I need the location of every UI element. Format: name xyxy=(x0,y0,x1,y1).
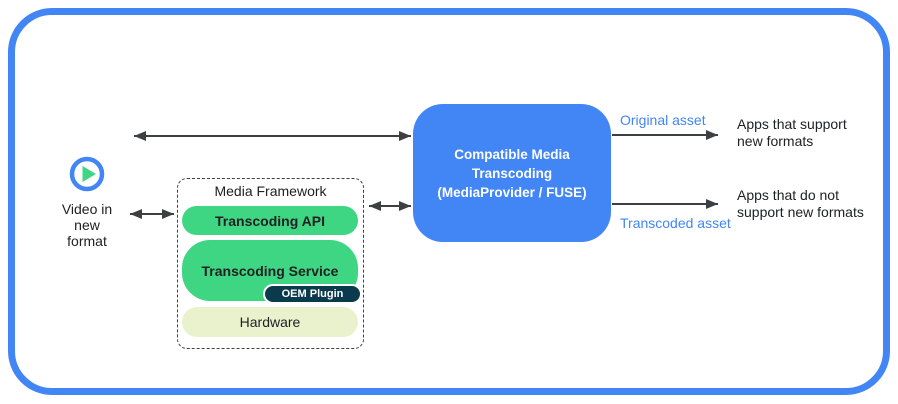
media-framework-title: Media Framework xyxy=(214,183,327,199)
play-circle-icon xyxy=(69,156,105,192)
compatible-media-transcoding-box: Compatible Media Transcoding (MediaProvi… xyxy=(413,104,611,242)
oem-plugin-pill: OEM Plugin xyxy=(263,284,362,304)
original-asset-label: Original asset xyxy=(620,112,706,128)
apps-no-support-label: Apps that do not support new formats xyxy=(737,187,864,220)
apps-support-label: Apps that support new formats xyxy=(737,116,847,149)
hardware-box: Hardware xyxy=(182,307,358,337)
video-source-label: Video in new format xyxy=(61,201,113,249)
media-framework-box: Media Framework Transcoding API Transcod… xyxy=(177,178,364,349)
transcoding-api-box: Transcoding API xyxy=(182,206,358,235)
transcoded-asset-label: Transcoded asset xyxy=(620,215,731,231)
